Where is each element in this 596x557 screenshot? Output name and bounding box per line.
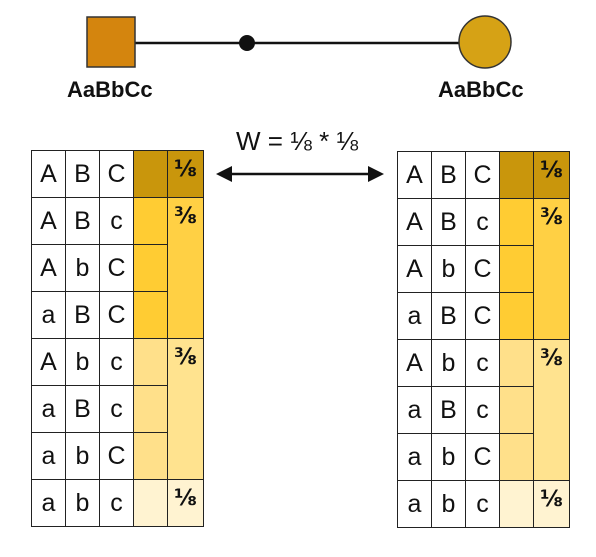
allele-cell: B xyxy=(65,197,100,245)
allele-cell: a xyxy=(397,386,432,434)
allele-cell: b xyxy=(431,480,466,528)
allele-cell: a xyxy=(397,480,432,528)
allele-cell: a xyxy=(397,292,432,340)
allele-cell: a xyxy=(31,291,66,339)
allele-cell: c xyxy=(465,386,500,434)
allele-cell: C xyxy=(99,150,134,198)
female-parent-circle xyxy=(458,15,512,69)
allele-cell: A xyxy=(31,150,66,198)
gamete-color-swatch xyxy=(499,433,534,481)
group-probability: ⅜ xyxy=(533,339,570,481)
gamete-color-swatch xyxy=(499,386,534,434)
allele-cell: B xyxy=(65,385,100,433)
allele-cell: c xyxy=(465,339,500,387)
gamete-color-swatch xyxy=(133,150,168,198)
gamete-color-swatch xyxy=(133,338,168,386)
allele-cell: C xyxy=(99,432,134,480)
allele-cell: a xyxy=(31,479,66,527)
allele-cell: B xyxy=(431,292,466,340)
allele-cell: c xyxy=(99,385,134,433)
group-probability: ⅜ xyxy=(533,198,570,340)
mating-node xyxy=(239,35,255,51)
gamete-color-swatch xyxy=(133,479,168,527)
group-probability: ⅜ xyxy=(167,197,204,339)
allele-cell: A xyxy=(397,339,432,387)
allele-cell: b xyxy=(65,338,100,386)
allele-cell: B xyxy=(65,291,100,339)
right-parent-genotype: AaBbCc xyxy=(438,77,524,102)
allele-cell: A xyxy=(397,198,432,246)
allele-cell: c xyxy=(99,479,134,527)
group-probability: ⅛ xyxy=(167,479,204,527)
gamete-color-swatch xyxy=(499,245,534,293)
male-parent-square xyxy=(86,16,136,68)
allele-cell: C xyxy=(99,244,134,292)
allele-cell: C xyxy=(465,292,500,340)
gamete-color-swatch xyxy=(499,292,534,340)
double-arrow-icon xyxy=(216,166,384,182)
allele-cell: A xyxy=(31,244,66,292)
allele-cell: A xyxy=(397,245,432,293)
gamete-color-swatch xyxy=(499,198,534,246)
allele-cell: b xyxy=(65,479,100,527)
allele-cell: b xyxy=(65,244,100,292)
allele-cell: c xyxy=(99,338,134,386)
gamete-color-swatch xyxy=(133,291,168,339)
allele-cell: B xyxy=(431,151,466,199)
allele-cell: a xyxy=(31,385,66,433)
allele-cell: A xyxy=(397,151,432,199)
allele-cell: C xyxy=(465,433,500,481)
gamete-color-swatch xyxy=(133,432,168,480)
allele-cell: c xyxy=(99,197,134,245)
allele-cell: C xyxy=(465,151,500,199)
gamete-color-swatch xyxy=(499,480,534,528)
allele-cell: B xyxy=(431,198,466,246)
probability-formula: W = ⅛ * ⅛ xyxy=(236,126,359,156)
group-probability: ⅛ xyxy=(167,150,204,198)
allele-cell: c xyxy=(465,198,500,246)
gamete-color-swatch xyxy=(133,385,168,433)
allele-cell: C xyxy=(99,291,134,339)
group-probability: ⅛ xyxy=(533,151,570,199)
allele-cell: C xyxy=(465,245,500,293)
allele-cell: a xyxy=(397,433,432,481)
allele-cell: B xyxy=(431,386,466,434)
allele-cell: b xyxy=(431,339,466,387)
group-probability: ⅛ xyxy=(533,480,570,528)
allele-cell: b xyxy=(431,433,466,481)
group-probability: ⅜ xyxy=(167,338,204,480)
allele-cell: b xyxy=(431,245,466,293)
gamete-color-swatch xyxy=(499,339,534,387)
allele-cell: c xyxy=(465,480,500,528)
gamete-color-swatch xyxy=(499,151,534,199)
gamete-color-swatch xyxy=(133,197,168,245)
allele-cell: b xyxy=(65,432,100,480)
allele-cell: a xyxy=(31,432,66,480)
allele-cell: B xyxy=(65,150,100,198)
left-parent-genotype: AaBbCc xyxy=(67,77,153,102)
gamete-color-swatch xyxy=(133,244,168,292)
allele-cell: A xyxy=(31,338,66,386)
pedigree-diagram xyxy=(86,15,512,69)
allele-cell: A xyxy=(31,197,66,245)
